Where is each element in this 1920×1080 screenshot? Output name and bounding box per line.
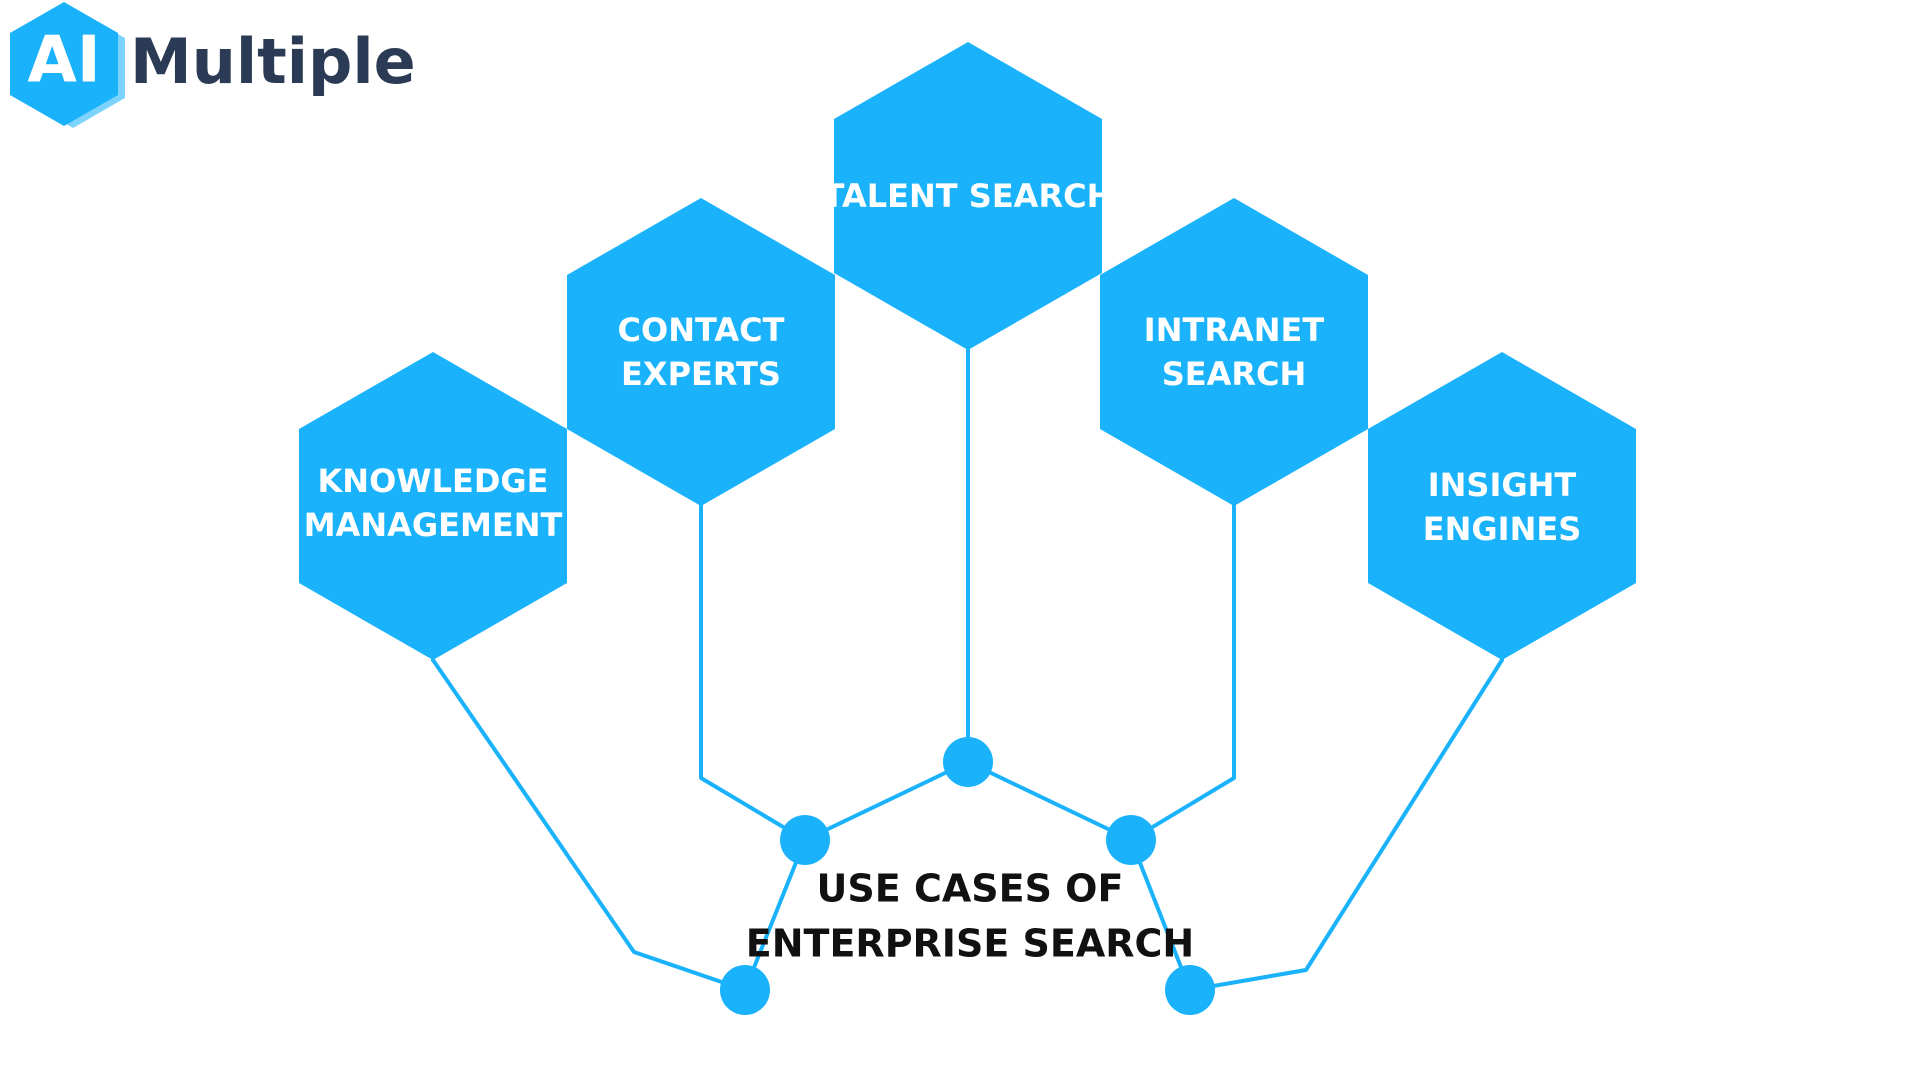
connector-knowledge-management [431, 658, 747, 992]
ai-multiple-logo: AI Multiple [10, 2, 416, 128]
hex-label-line: TALENT SEARCH [823, 177, 1114, 215]
logo-hex-icon [10, 2, 118, 126]
center-label-line: ENTERPRISE SEARCH [746, 922, 1194, 966]
hex-label-line: MANAGEMENT [304, 506, 563, 544]
hex-contact-experts: CONTACT EXPERTS [567, 198, 835, 506]
connector-insight-engines [1188, 658, 1504, 992]
hexagon-shape [299, 352, 567, 660]
hex-intranet-search: INTRANET SEARCH [1100, 198, 1368, 506]
hexagon-shape [567, 198, 835, 506]
logo-brand-text: Multiple [130, 25, 416, 98]
hex-label-line: SEARCH [1162, 355, 1307, 393]
node-left-upper [780, 815, 830, 865]
connector-contact-experts [699, 500, 807, 842]
connector-intranet-search [1129, 500, 1236, 842]
hex-label-line: INTRANET [1144, 311, 1325, 349]
hex-knowledge-management: KNOWLEDGE MANAGEMENT [299, 352, 567, 660]
hex-talent-search: TALENT SEARCH [823, 42, 1114, 350]
hexagon-shape [1368, 352, 1636, 660]
node-right-upper [1106, 815, 1156, 865]
connector-nodes [720, 737, 1215, 1015]
hex-label-line: CONTACT [618, 311, 785, 349]
hex-label-line: INSIGHT [1428, 466, 1577, 504]
hex-label-line: EXPERTS [621, 355, 781, 393]
hexagon-shape [1100, 198, 1368, 506]
hexagon-shape [834, 42, 1102, 350]
center-label-line: USE CASES OF [817, 867, 1124, 911]
hex-label-line: ENGINES [1423, 510, 1582, 548]
logo-mark-text: AI [27, 24, 100, 98]
node-top [943, 737, 993, 787]
hex-insight-engines: INSIGHT ENGINES [1368, 352, 1636, 660]
use-case-hexagons: KNOWLEDGE MANAGEMENT CONTACT EXPERTS TAL… [299, 42, 1636, 660]
center-label: USE CASES OF ENTERPRISE SEARCH [746, 867, 1194, 966]
node-right-lower [1165, 965, 1215, 1015]
hex-label-line: KNOWLEDGE [317, 462, 548, 500]
node-left-lower [720, 965, 770, 1015]
